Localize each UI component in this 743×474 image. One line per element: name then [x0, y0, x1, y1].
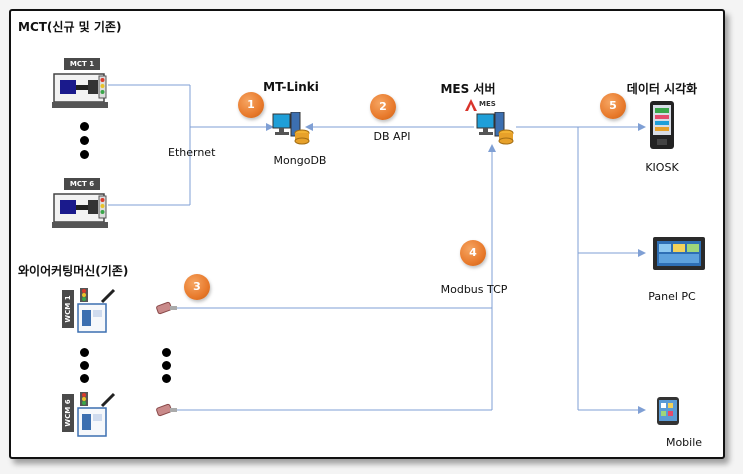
wcm1-label: WCM 1 — [62, 290, 74, 328]
mes-title: MES 서버 — [440, 82, 496, 96]
mes-logo-text: MES — [479, 100, 496, 108]
wcm6-machine: WCM 6 — [60, 388, 120, 446]
step-badge-4: 4 — [460, 240, 486, 266]
ellipsis-dot — [80, 348, 89, 357]
machine-icon — [52, 193, 108, 228]
ellipsis-dot — [162, 361, 171, 370]
server-icon — [476, 112, 514, 145]
panelpc-label: Panel PC — [648, 290, 696, 303]
tablet-icon — [657, 397, 679, 425]
machine-icon — [52, 73, 108, 108]
kiosk-label: KIOSK — [645, 161, 679, 174]
step-badge-5: 5 — [600, 93, 626, 119]
modbus-adapter-icon — [156, 301, 177, 315]
mct-group-title: MCT(신규 및 기존) — [18, 20, 122, 34]
mongodb-label: MongoDB — [273, 154, 327, 167]
panel-pc-icon — [653, 237, 705, 270]
ellipsis-dot — [162, 348, 171, 357]
mct1-machine: MCT 1 — [52, 56, 114, 108]
wcm6-label: WCM 6 — [62, 394, 74, 432]
kiosk-icon — [650, 101, 674, 149]
mes-logo: MES — [464, 97, 500, 113]
dbapi-label: DB API — [373, 130, 411, 143]
step-badge-1: 1 — [238, 92, 264, 118]
mct6-machine: MCT 6 — [52, 176, 114, 228]
mtlinki-title: MT-Linki — [263, 80, 319, 94]
mes-logo-icon — [465, 99, 477, 111]
wirecut-group-title: 와이어커팅머신(기존) — [18, 264, 129, 278]
diagram-frame — [9, 9, 725, 459]
ethernet-label: Ethernet — [168, 146, 216, 159]
step-badge-3: 3 — [184, 274, 210, 300]
ellipsis-dot — [80, 374, 89, 383]
server-icon — [272, 112, 310, 145]
ellipsis-dot — [80, 361, 89, 370]
wire-machine-icon — [77, 392, 116, 437]
visualization-title: 데이터 시각화 — [626, 82, 698, 96]
ellipsis-dot — [80, 150, 89, 159]
wcm1-machine: WCM 1 — [60, 284, 120, 342]
mobile-label: Mobile — [665, 436, 703, 449]
mct1-label: MCT 1 — [64, 58, 100, 70]
modbus-adapter-icon — [156, 403, 177, 417]
mct6-label: MCT 6 — [64, 178, 100, 190]
modbus-label: Modbus TCP — [440, 283, 508, 296]
ellipsis-dot — [80, 122, 89, 131]
wire-machine-icon — [77, 288, 116, 333]
step-badge-2: 2 — [370, 94, 396, 120]
ellipsis-dot — [80, 136, 89, 145]
ellipsis-dot — [162, 374, 171, 383]
